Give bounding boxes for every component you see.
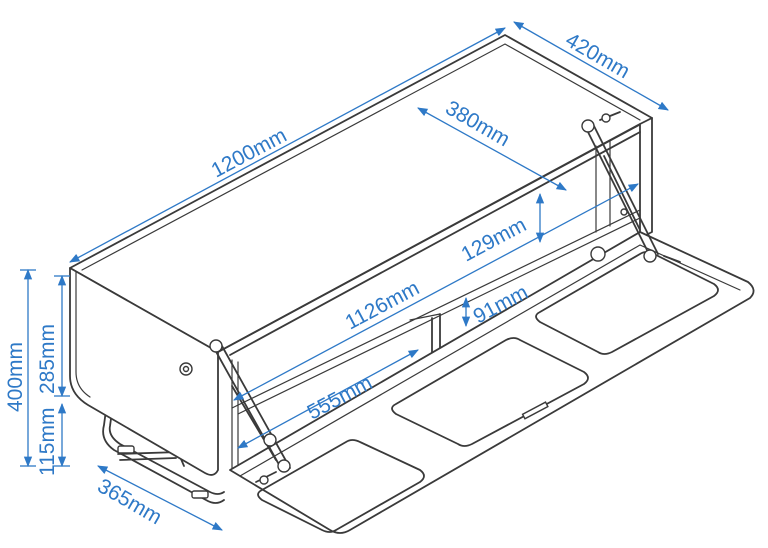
dimension-lines: [20, 21, 669, 531]
label-height-body: 285mm: [36, 324, 59, 394]
label-height-compartment: 129mm: [458, 213, 531, 266]
foot-pad: [117, 445, 135, 454]
foot-pad: [191, 490, 209, 499]
door-handle: [521, 401, 549, 420]
label-height-legs: 115mm: [36, 408, 59, 476]
label-height-total: 400mm: [4, 342, 27, 412]
